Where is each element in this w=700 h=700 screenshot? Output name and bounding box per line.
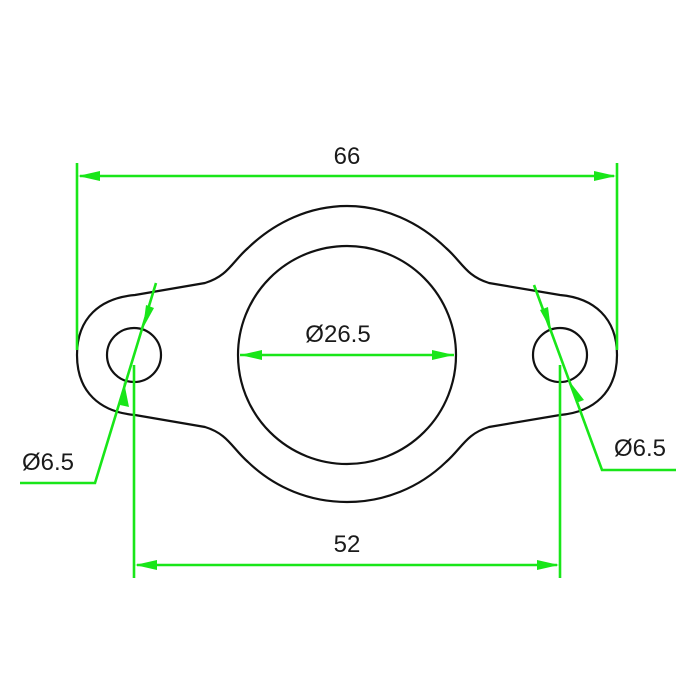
left-hole-label: Ø6.5 xyxy=(22,449,74,476)
right-hole-dimension: Ø6.5 xyxy=(532,284,676,472)
arrow-left-icon xyxy=(240,350,262,360)
arrow-right-icon xyxy=(594,171,616,181)
left-hole-dimension: Ø6.5 xyxy=(20,282,158,485)
outer-profile xyxy=(75,204,619,504)
arrow-down-icon xyxy=(540,307,551,330)
arrow-left-icon xyxy=(78,171,100,181)
center-bore-label: Ø26.5 xyxy=(305,321,370,348)
hole-spacing-label: 52 xyxy=(334,531,361,558)
center-bore xyxy=(236,244,458,466)
arrow-up-icon xyxy=(570,382,584,403)
hole-spacing-dimension: 52 xyxy=(132,365,562,578)
arrow-left-icon xyxy=(135,560,157,570)
center-bore-dimension: Ø26.5 xyxy=(240,321,454,360)
right-hole-label: Ø6.5 xyxy=(614,435,666,462)
overall-width-label: 66 xyxy=(334,143,361,170)
overall-width-dimension: 66 xyxy=(75,143,619,350)
arrow-right-icon xyxy=(432,350,454,360)
arrow-down-icon xyxy=(143,305,154,328)
arrow-right-icon xyxy=(537,560,559,570)
arrow-up-icon xyxy=(120,382,129,407)
